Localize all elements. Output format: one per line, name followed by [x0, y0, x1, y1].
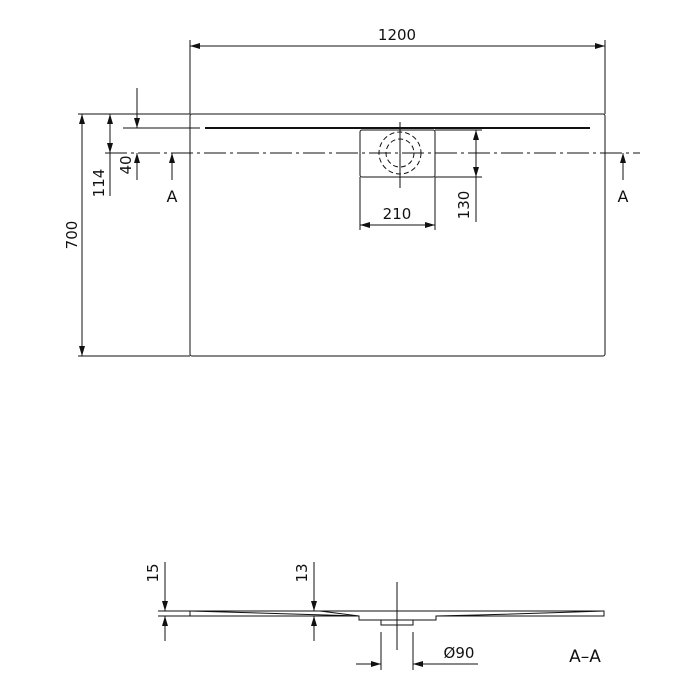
tray-section-profile — [189, 610, 605, 621]
plan-view: 1200 700 40 114 A A 130 210 — [63, 26, 640, 357]
height-label: 700 — [63, 221, 81, 250]
section-marker-left: A — [167, 187, 178, 206]
offset-40-label: 40 — [117, 155, 135, 174]
drain-width-label: 210 — [383, 205, 412, 223]
section-marker-right: A — [618, 187, 629, 206]
drain-diameter-label: Ø90 — [444, 644, 475, 662]
drain-height-label: 130 — [455, 191, 473, 220]
section-title: A–A — [569, 647, 601, 667]
section-view: 15 13 Ø90 A–A — [144, 562, 605, 670]
width-label: 1200 — [378, 26, 416, 44]
offset-114-label: 114 — [90, 169, 108, 198]
inner-thickness-label: 13 — [293, 563, 311, 582]
tray-outline — [189, 113, 606, 357]
edge-thickness-label: 15 — [144, 563, 162, 582]
tray-section-slope — [189, 610, 605, 617]
